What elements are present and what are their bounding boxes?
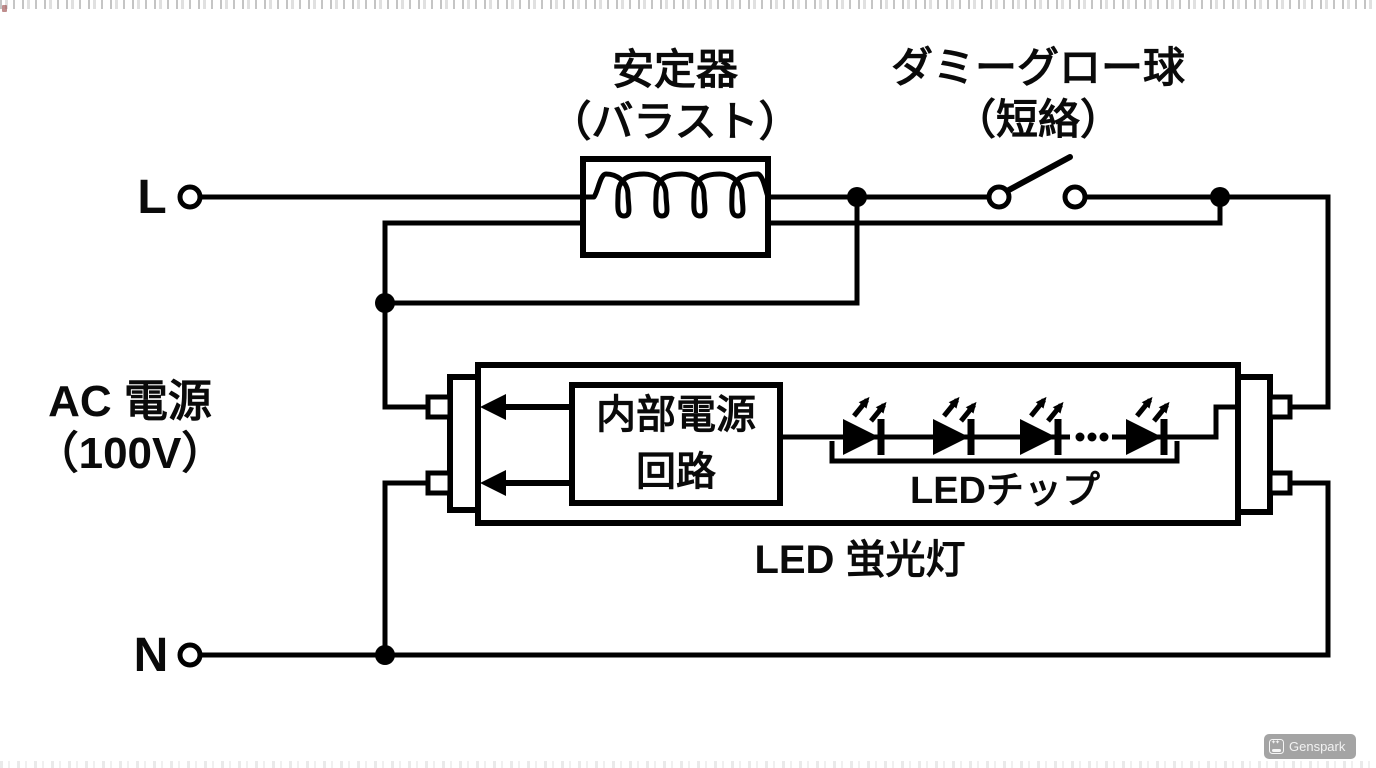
internal-psu-box: [569, 382, 783, 506]
dummy-glow-label-line2: （短絡）: [953, 96, 1122, 143]
junction-dots: [375, 187, 1230, 665]
ballast-label-line2: （バラスト）: [549, 98, 801, 145]
internal-psu-label-line2: 回路: [636, 450, 716, 494]
wire-lamp-bottom-left: [382, 480, 428, 655]
tube-pin-top-left: [425, 394, 453, 420]
ballast-label: 安定器 （バラスト）: [495, 44, 855, 148]
internal-psu-label: 内部電源 回路: [572, 387, 780, 501]
wire-ballast-branch: [385, 197, 860, 306]
ac-source-label-line1: AC 電源: [48, 377, 212, 426]
dummy-glow-label: ダミーグロー球 （短絡）: [858, 42, 1218, 146]
tube-end-cap-right: [1235, 374, 1273, 515]
led-chip-bracket: [829, 441, 1180, 464]
bottom-noise-band: [0, 761, 1376, 768]
badge-bar: [1271, 748, 1281, 752]
top-noise-band: [0, 0, 1376, 9]
dummy-glow-switch: [986, 154, 1088, 210]
corner-artifact: [2, 5, 7, 12]
wire-bypass-line: [382, 197, 1223, 410]
led-tube-label: LED 蛍光灯: [754, 538, 966, 582]
wire-neutral: [200, 480, 1331, 658]
terminal-l-label: L: [137, 171, 167, 224]
dummy-glow-label-line1: ダミーグロー球: [890, 44, 1185, 91]
ac-source-label-line2: （100V）: [34, 429, 226, 478]
terminal-n-circle: [177, 642, 203, 668]
tube-pin-bottom-right: [1267, 470, 1293, 496]
led-chips: [843, 400, 1167, 455]
tube-end-cap-left: [447, 374, 481, 513]
ballast-label-line1: 安定器: [611, 46, 738, 93]
led-chip-label: LEDチップ: [909, 470, 1100, 512]
internal-psu-label-line1: 内部電源: [596, 393, 756, 437]
wire-live-right: [1086, 194, 1331, 410]
tube-pin-bottom-left: [425, 470, 453, 496]
tube-pin-top-right: [1267, 394, 1293, 420]
psu-output-arrows: [480, 394, 572, 496]
switch-lever: [1004, 154, 1073, 194]
sparkle-badge-icon: ✦✦: [1269, 739, 1284, 754]
ballast-box: [580, 156, 771, 258]
terminal-n-label: N: [133, 629, 169, 682]
ac-source-label: AC 電源 （100V）: [0, 376, 260, 480]
watermark-text: Genspark: [1289, 739, 1346, 754]
inductor-coil-icon: [580, 171, 771, 219]
ellipsis-dots: [1075, 432, 1109, 442]
terminal-l-circle: [177, 184, 203, 210]
arrow-left-icon: [480, 470, 506, 496]
arrow-left-icon: [480, 394, 506, 420]
sparkle-glyphs: ✦✦: [1271, 740, 1280, 746]
genspark-watermark[interactable]: ✦✦ Genspark: [1264, 734, 1356, 759]
